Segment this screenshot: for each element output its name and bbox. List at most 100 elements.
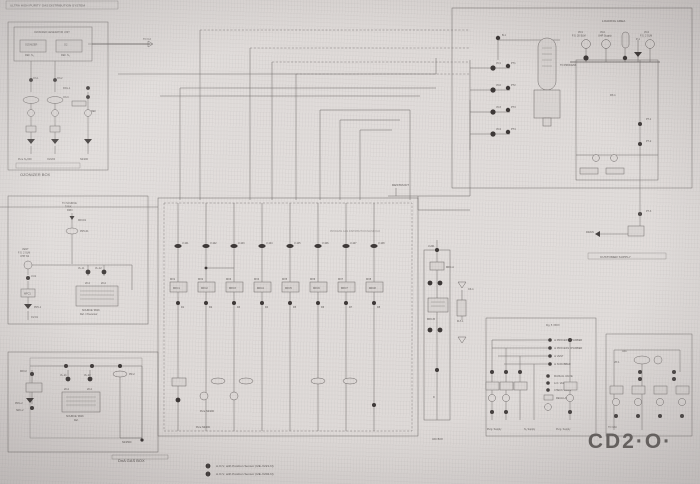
brb-out-valve-3 bbox=[568, 410, 572, 414]
lower-gauge-2 bbox=[229, 391, 239, 401]
loading-check-icon bbox=[634, 52, 642, 57]
ll-valve-c bbox=[118, 364, 122, 368]
station-3-drain bbox=[260, 301, 264, 305]
legend-sym-1 bbox=[546, 381, 550, 385]
absorber-drain bbox=[542, 117, 552, 127]
ll-purge-tag: PRG-2 bbox=[15, 402, 23, 405]
tr-row-3-valve bbox=[490, 131, 496, 137]
brb-reg-0 bbox=[485, 381, 500, 391]
loading-note: TO PROCESS bbox=[560, 64, 577, 67]
tank1-leg-0: 20 A bbox=[85, 282, 90, 285]
check-valve-1 bbox=[27, 139, 35, 144]
brb-title: Fig. 5 / BOX bbox=[546, 324, 560, 327]
left-vent-note3: UHP N2 bbox=[20, 255, 30, 258]
loading-valve-2 bbox=[622, 55, 628, 61]
station-0-drain-tag: D1 bbox=[181, 306, 185, 309]
ll-source-tag: SRC-2 bbox=[16, 409, 24, 412]
legend-sym-3 bbox=[543, 394, 554, 401]
loading-column bbox=[621, 31, 630, 49]
loading-gauge-1-sub: UHP Supply bbox=[598, 35, 612, 38]
station-4-tag: V-105 bbox=[294, 242, 301, 245]
lower-valve-2 bbox=[372, 403, 376, 407]
room-dev-2 bbox=[605, 167, 625, 175]
loading-gauge-0 bbox=[581, 39, 591, 49]
brb-out-1 bbox=[548, 346, 552, 350]
loading-gauge-3-sub: F.S. 2 SLM bbox=[640, 35, 652, 38]
station-4-mfc-label: MFC5 bbox=[285, 287, 292, 290]
ozonizer-side-row-0-tag: PAG-1 bbox=[63, 87, 71, 90]
rc-arrow-icon bbox=[595, 231, 600, 237]
station-2-valve bbox=[230, 244, 238, 248]
left-prv bbox=[65, 227, 79, 235]
rc-drain-label: DRAIN bbox=[586, 231, 594, 234]
note-pure-n2-1: Pure N2/200 bbox=[196, 426, 211, 429]
station-2-mfc-label: MFC3 bbox=[229, 287, 236, 290]
ozonizer-panel: OZONIZER GENERATOR UNIT OZ0NIZER REF. N₂… bbox=[7, 21, 154, 177]
header-title-block: ULTRA HIGH PURITY GAS DISTRIBUTION SYSTE… bbox=[5, 0, 119, 10]
station-5-drain-tag: D6 bbox=[321, 306, 325, 309]
loading-gauge-3 bbox=[645, 39, 655, 49]
cc-mfc-b bbox=[427, 297, 449, 313]
bottom-legend: A.O.V. with Position Sensor (I2E-V221-N)… bbox=[205, 463, 274, 477]
tr-row-2-b: PT3 bbox=[511, 106, 516, 109]
station-2-sub: MV3 bbox=[226, 278, 232, 281]
station-5-tag: V-106 bbox=[322, 242, 329, 245]
legend-sym-2 bbox=[546, 388, 550, 392]
frb-gauge-0 bbox=[612, 398, 620, 406]
station-7-mfc-label: MFC8 bbox=[369, 287, 376, 290]
legend-sym-0 bbox=[546, 374, 550, 378]
reg-2 bbox=[49, 125, 61, 133]
frb-valve-2 bbox=[672, 370, 676, 374]
rc-dev bbox=[627, 225, 645, 237]
tr-row-0-pt bbox=[505, 63, 511, 69]
station-0-valve bbox=[174, 244, 182, 248]
valve-pag-1 bbox=[86, 86, 90, 90]
station-7-drain bbox=[372, 301, 376, 305]
loading-gauge-0-sub: F.S. 20 SLM bbox=[572, 35, 586, 38]
inline-dev bbox=[71, 100, 87, 107]
ll-valve-in bbox=[30, 372, 34, 376]
ozonizer-port-2: O2/200 bbox=[47, 158, 56, 161]
tank2-port-1-a: VL-22 bbox=[84, 374, 91, 377]
station-1-valve bbox=[202, 244, 210, 248]
flow-device-2 bbox=[46, 96, 64, 104]
brb-top-valve-3 bbox=[568, 338, 572, 342]
cc-valve-a bbox=[427, 280, 433, 286]
far-right-vac-box: VAC VP-1 TO VAC bbox=[605, 333, 693, 437]
source-tank-1-sub: Ref. / Precursor bbox=[80, 313, 98, 316]
frb-title: VAC bbox=[622, 350, 627, 353]
station-1-drain-tag: D2 bbox=[209, 306, 213, 309]
frb-gauge-1 bbox=[634, 398, 642, 406]
tr-row-3-a: VC4 bbox=[496, 128, 501, 131]
rc-tag-1: PT-2 bbox=[646, 140, 652, 143]
station-0-sub: MV1 bbox=[170, 278, 176, 281]
tr-row-0-a: VC1 bbox=[496, 62, 501, 65]
arrow-down-icon bbox=[69, 216, 75, 220]
brb-valve-1 bbox=[504, 370, 508, 374]
station-7-valve bbox=[370, 244, 378, 248]
bottom-right-box: Fig. 5 / BOX to PROCESS CHAMBER to PROCE… bbox=[485, 317, 597, 437]
room-gauge-1 bbox=[592, 154, 600, 162]
station-6-drain bbox=[344, 301, 348, 305]
ozonizer-cell-2 bbox=[55, 39, 83, 53]
station-4-valve bbox=[286, 244, 294, 248]
manifold-label: PROCESS GAS DISTRIBUTION MANIFOLD bbox=[330, 230, 380, 233]
frb-out-2 bbox=[658, 414, 662, 418]
tank-valve-vl12 bbox=[101, 269, 107, 275]
top-routing-buses bbox=[118, 29, 470, 200]
ll-out-node bbox=[140, 438, 144, 442]
gas-box-caption: DnA GAS BOX bbox=[118, 458, 145, 463]
station-1-mfc-label: MFC2 bbox=[201, 287, 208, 290]
tank2-leg-1: 20 A bbox=[87, 388, 92, 391]
source-tank-1-title: SOURCE TANK bbox=[82, 309, 100, 312]
lower-dev-3 bbox=[238, 377, 254, 385]
station-2-tag: V-103 bbox=[238, 242, 245, 245]
station-6-sub: MV7 bbox=[338, 278, 344, 281]
tank2-port-0-a: VL-21 bbox=[60, 374, 67, 377]
ll-feed-tag: MFC2 bbox=[20, 370, 27, 373]
station-4-sub: MV5 bbox=[282, 278, 288, 281]
source-tank-2 bbox=[61, 391, 101, 413]
legend-sym-4 bbox=[544, 403, 552, 411]
absorber-vessel bbox=[537, 37, 557, 91]
station-5-sub: MV6 bbox=[310, 278, 316, 281]
